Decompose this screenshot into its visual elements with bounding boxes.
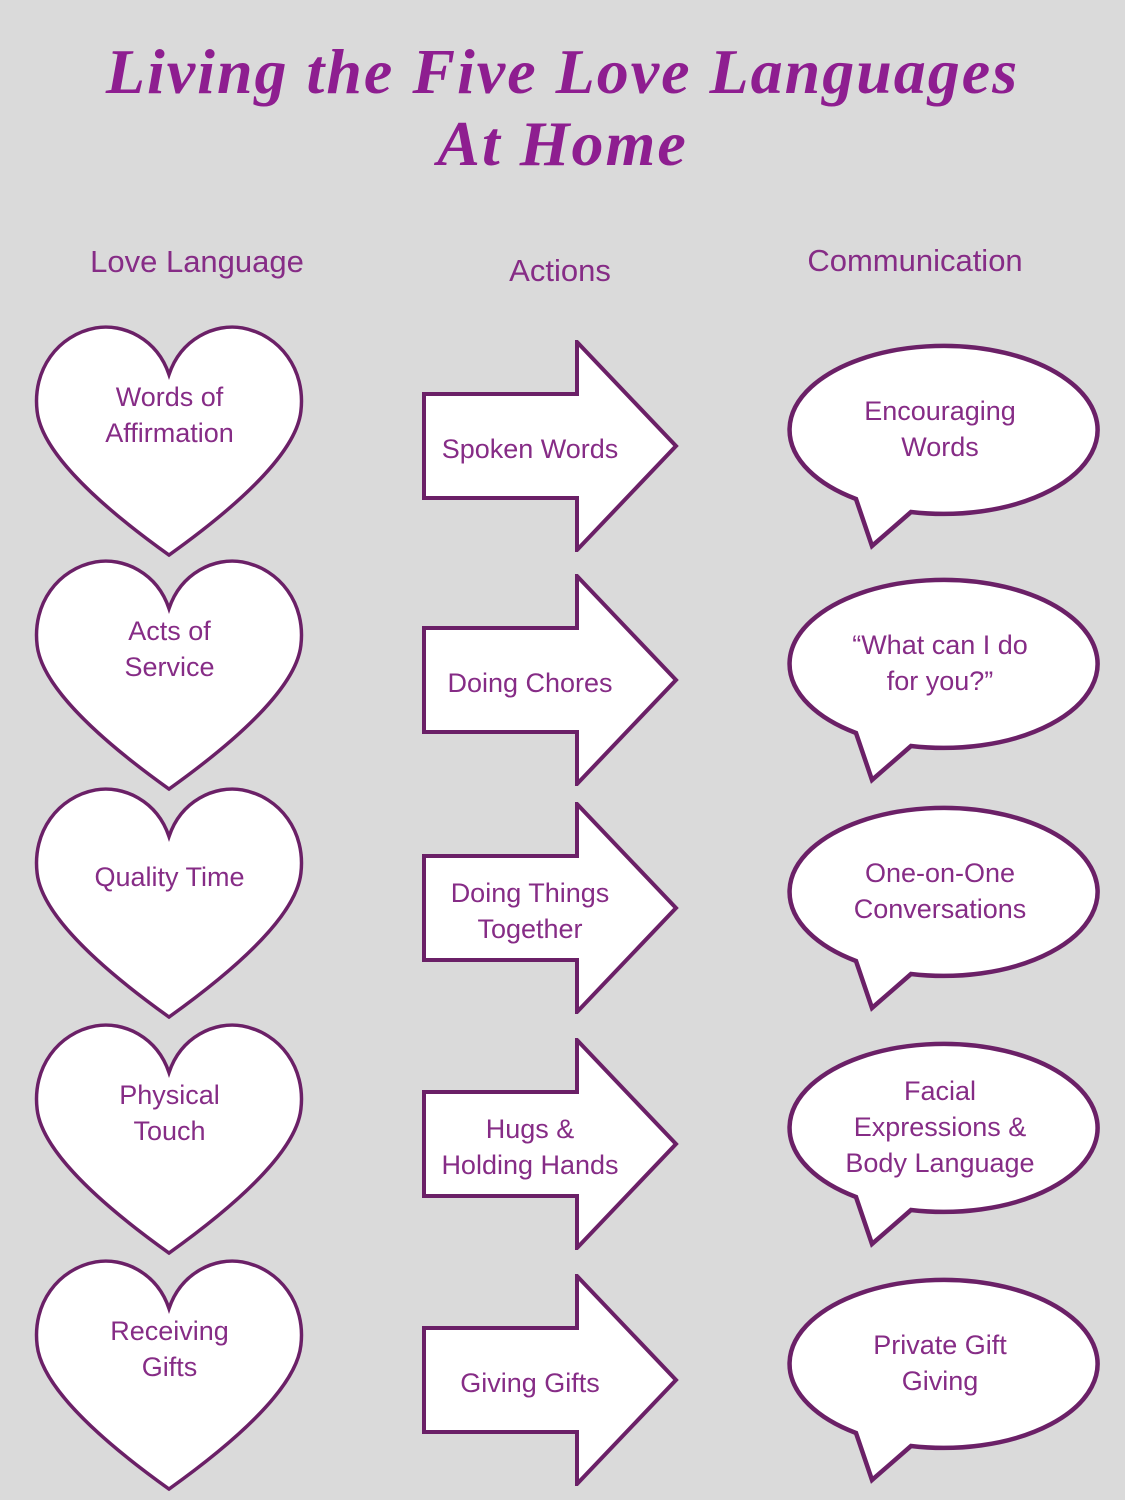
love-language-label: Physical Touch xyxy=(119,1080,220,1146)
action-label: Doing Things Together xyxy=(450,877,610,944)
action-label: Spoken Words xyxy=(441,433,619,464)
arrow-right-icon xyxy=(422,1038,679,1250)
arrow-right-icon xyxy=(422,1274,679,1486)
love-language-label: Words of Affirmation xyxy=(105,382,234,448)
arrow-right-icon xyxy=(422,574,679,786)
row-receiving-gifts: Receiving Gifts Giving Gifts Private Gif… xyxy=(0,1259,1125,1500)
row-acts-of-service: Acts of Service Doing Chores “What can I… xyxy=(0,559,1125,806)
column-header-communication: Communication xyxy=(807,243,1023,278)
action-label: Hugs & Holding Hands xyxy=(441,1113,619,1180)
row-physical-touch: Physical Touch Hugs & Holding Hands Faci… xyxy=(0,1023,1125,1270)
communication-label: Facial Expressions & Body Language xyxy=(845,1076,1035,1178)
action-label: Giving Gifts xyxy=(460,1367,600,1398)
speech-bubble-icon xyxy=(787,577,1100,784)
love-language-label: Quality Time xyxy=(94,862,245,893)
heart-icon xyxy=(34,325,304,558)
page-title: Living the Five Love Languages At Home xyxy=(105,36,1020,179)
speech-bubble-icon xyxy=(787,1041,1100,1248)
heart-icon xyxy=(34,787,304,1020)
speech-bubble-icon xyxy=(787,1277,1100,1484)
heart-icon xyxy=(34,1023,304,1256)
heart-icon xyxy=(34,559,304,792)
communication-label: “What can I do for you?” xyxy=(852,630,1028,696)
arrow-right-icon xyxy=(422,802,679,1014)
action-label: Doing Chores xyxy=(447,667,613,698)
speech-bubble-icon xyxy=(787,805,1100,1012)
love-language-label: Receiving Gifts xyxy=(110,1316,229,1382)
row-words-of-affirmation: Words of Affirmation Spoken Words Encour… xyxy=(0,325,1125,572)
column-header-love-language: Love Language xyxy=(90,244,304,279)
communication-label: Private Gift Giving xyxy=(873,1330,1007,1396)
heart-icon xyxy=(34,1259,304,1492)
love-language-label: Acts of Service xyxy=(124,616,215,682)
arrow-right-icon xyxy=(422,340,679,552)
column-header-actions: Actions xyxy=(509,253,611,288)
communication-label: One-on-One Conversations xyxy=(853,858,1027,924)
communication-label: Encouraging Words xyxy=(864,396,1016,462)
row-quality-time: Quality Time Doing Things Together One-o… xyxy=(0,787,1125,1034)
speech-bubble-icon xyxy=(787,343,1100,550)
